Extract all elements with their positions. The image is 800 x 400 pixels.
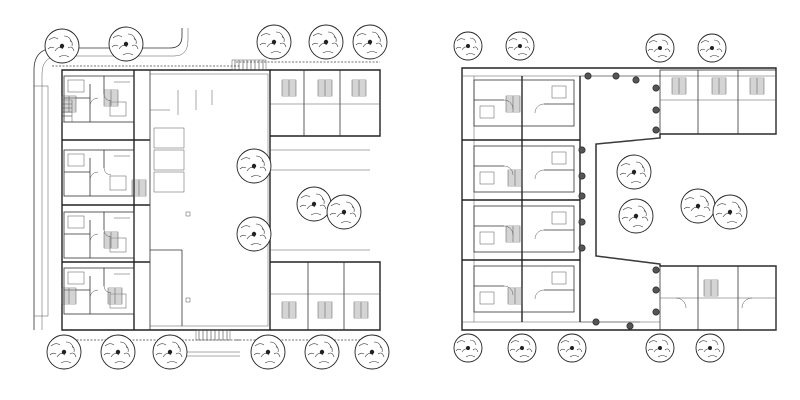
right-plan	[453, 31, 777, 363]
tree-icon	[296, 186, 332, 222]
tree-icon	[680, 188, 716, 224]
tree-icon	[557, 333, 587, 363]
tree-icon	[645, 333, 675, 363]
tree-icon	[46, 334, 82, 370]
tree-icon	[304, 334, 340, 370]
tree-icon	[695, 333, 725, 363]
tree-icon	[108, 26, 144, 62]
tree-icon	[308, 24, 344, 60]
tree-icon	[44, 28, 80, 64]
left-plan	[33, 24, 390, 370]
tree-icon	[256, 24, 292, 60]
tree-icon	[616, 154, 652, 190]
tree-icon	[712, 194, 748, 230]
tree-icon	[250, 334, 286, 370]
tree-icon	[152, 334, 188, 370]
tree-icon	[697, 33, 727, 63]
tree-icon	[236, 216, 272, 252]
tree-icon	[645, 33, 675, 63]
tree-icon	[236, 148, 272, 184]
tree-icon	[618, 198, 654, 234]
tree-icon	[354, 334, 390, 370]
tree-icon	[352, 24, 388, 60]
tree-icon	[453, 333, 483, 363]
tree-icon	[505, 31, 535, 61]
tree-icon	[326, 194, 362, 230]
tree-icon	[100, 334, 136, 370]
tree-icon	[453, 31, 483, 61]
tree-icon	[507, 333, 537, 363]
